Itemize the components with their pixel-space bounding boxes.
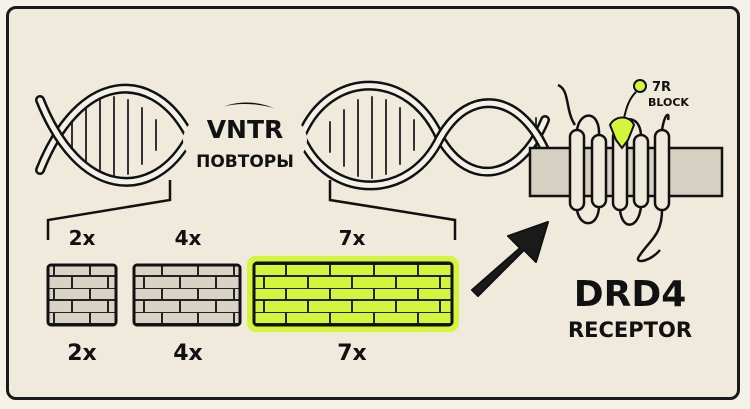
repeat-4x-top-label: 4x [175,226,202,250]
repeat-block-7x-glow [247,256,459,332]
repeat-4x-bottom-label: 4x [173,341,203,366]
drd4-receptor-icon [557,83,671,263]
repeat-block-2x [46,263,118,327]
callout-dot [633,79,647,93]
repeat-7x-top-label: 7x [339,226,366,250]
zoom-lines [46,180,457,240]
dna-title: VNTR [207,115,284,144]
repeat-block-4x [132,263,242,327]
repeat-2x-top-label: 2x [69,226,96,250]
receptor-title: DRD4 [574,274,687,315]
repeat-block-7x [252,261,454,327]
repeat-7x-bottom-label: 7x [337,341,367,366]
arrow-icon [471,221,549,297]
callout-line [623,91,637,119]
dna-label-bubble [183,104,307,176]
callout-line1: 7R [652,80,671,95]
callout-line2: BLOCK [648,96,689,109]
receptor-subtitle: RECEPTOR [568,318,692,342]
repeat-2x-bottom-label: 2x [67,341,97,366]
dna-subtitle: ПОВТОРЫ [196,152,294,172]
